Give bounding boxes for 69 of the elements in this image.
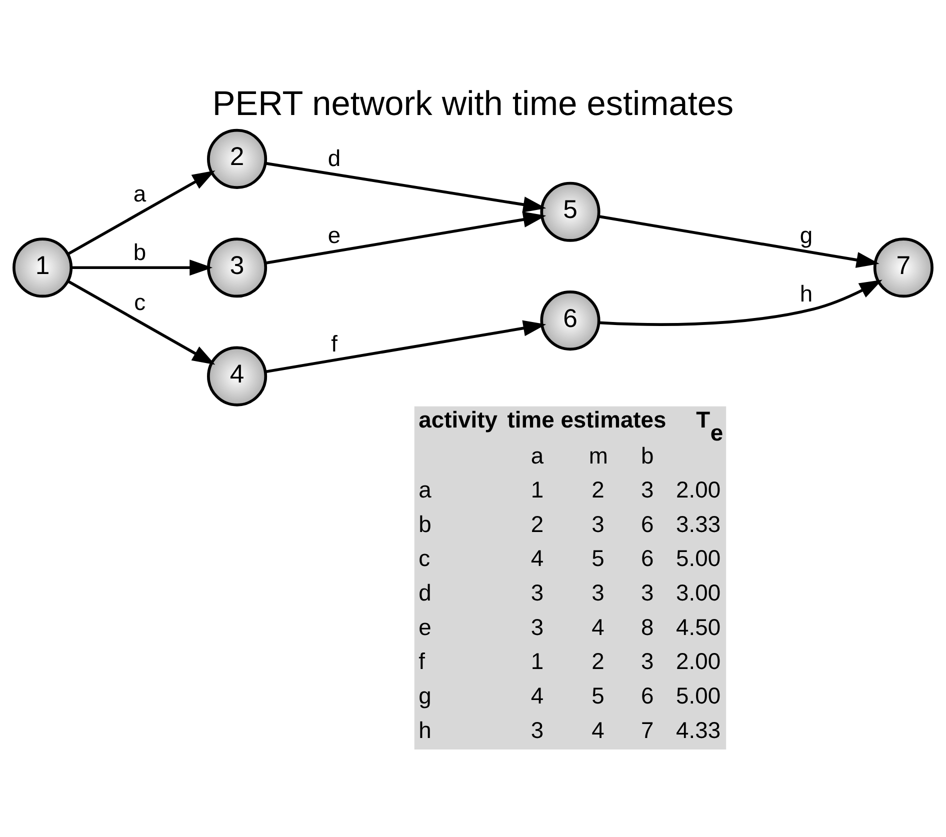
edge-label: d — [328, 144, 341, 171]
label: b — [641, 442, 654, 468]
label: activity — [418, 406, 498, 433]
label: 8 — [641, 614, 654, 640]
label: 1 — [530, 648, 544, 674]
node-circle: 2 — [207, 128, 268, 189]
label: 4.50 — [676, 614, 721, 640]
arrow — [265, 212, 546, 264]
label: g — [418, 682, 432, 709]
arrow — [67, 170, 216, 256]
label: 3 — [592, 580, 604, 606]
label: 6 — [641, 510, 654, 537]
edge-label: a — [133, 180, 146, 207]
node-circle: 3 — [207, 238, 268, 298]
label: 3 — [530, 614, 544, 640]
edge-label: b — [133, 239, 146, 266]
label: 6 — [641, 682, 654, 709]
label: 3 — [530, 716, 544, 743]
label: 5 — [592, 545, 604, 572]
arrow — [265, 320, 546, 374]
label: 1 — [530, 476, 544, 503]
label: 4 — [592, 614, 604, 640]
arrow — [71, 260, 213, 276]
label: 2 — [592, 648, 604, 674]
label: 3.33 — [676, 510, 721, 537]
node-circle: 6 — [540, 290, 600, 351]
arrow — [598, 215, 880, 268]
edge-label: c — [134, 289, 146, 316]
node-circle: 7 — [873, 238, 934, 298]
label: 6 — [641, 545, 654, 572]
edge-label: e — [328, 222, 341, 248]
label: 3 — [530, 580, 544, 606]
label: 5.00 — [676, 545, 721, 572]
node-circle: 1 — [12, 238, 73, 298]
label: time estimates — [507, 406, 666, 433]
label: 4 — [530, 682, 544, 709]
label: 3 — [592, 510, 604, 537]
label: 5 — [592, 682, 604, 709]
label: m — [588, 442, 608, 468]
label: 7 — [641, 716, 654, 743]
edge-label: g — [800, 222, 813, 248]
label: 3 — [641, 648, 654, 674]
label: 3 — [641, 476, 654, 503]
label: e — [418, 614, 432, 640]
edge-label: h — [800, 280, 813, 307]
label: a — [530, 442, 544, 468]
label: 5.00 — [676, 682, 721, 709]
node-circle: 4 — [207, 346, 268, 406]
label: 2.00 — [676, 648, 721, 674]
label: 4.33 — [676, 716, 721, 743]
arrow — [67, 280, 216, 365]
edge-label: f — [331, 330, 338, 357]
label: 2 — [530, 510, 544, 537]
label: h — [418, 716, 432, 743]
label: 2 — [592, 476, 604, 503]
label: 4 — [592, 716, 604, 743]
node-circle: 5 — [540, 182, 600, 242]
label: 4 — [530, 545, 544, 572]
label: c — [418, 545, 430, 572]
label: f — [418, 648, 426, 674]
label: 2.00 — [676, 476, 721, 503]
arrow — [265, 162, 546, 213]
arrow — [598, 280, 882, 326]
diagram-title: PERT network with time estimates — [212, 84, 734, 123]
label: d — [418, 580, 432, 606]
label: b — [418, 510, 432, 537]
label: 3 — [641, 580, 654, 606]
label: 3.00 — [676, 580, 721, 606]
label: a — [418, 476, 432, 503]
